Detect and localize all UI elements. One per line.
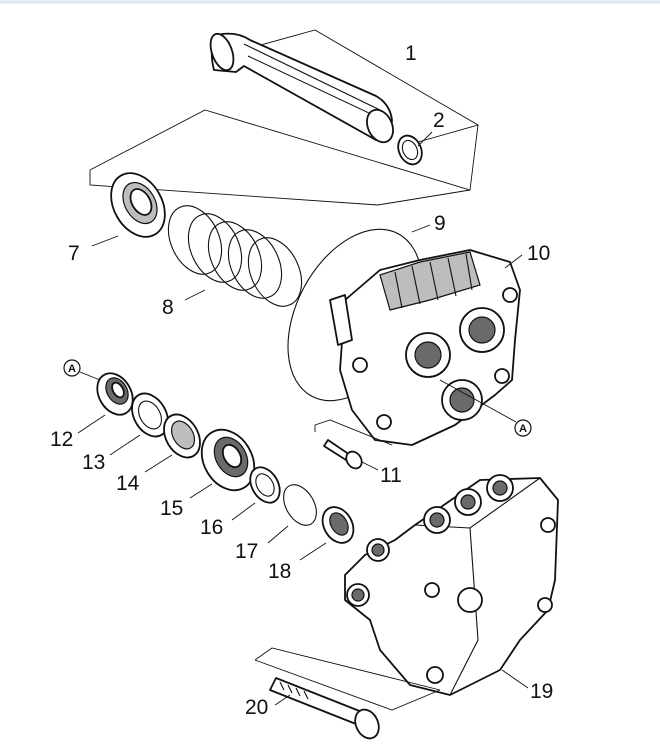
callout-7: 7 bbox=[68, 242, 80, 265]
leader-7 bbox=[91, 235, 119, 247]
callout-15: 15 bbox=[160, 497, 183, 520]
leader-13 bbox=[109, 434, 141, 456]
leader-18 bbox=[299, 542, 327, 561]
part-20-bolt bbox=[269, 677, 380, 740]
bracket-19-20 bbox=[254, 647, 441, 711]
leader-17 bbox=[267, 525, 289, 544]
leader-9 bbox=[411, 224, 431, 233]
leader-16 bbox=[231, 502, 256, 521]
part-19-manifold bbox=[344, 474, 559, 696]
leader-12 bbox=[77, 414, 106, 434]
leader-10 bbox=[504, 254, 523, 269]
callout-16: 16 bbox=[200, 516, 223, 539]
part-7-seal bbox=[110, 172, 166, 238]
part-10-housing bbox=[329, 249, 521, 446]
callout-14: 14 bbox=[116, 472, 140, 495]
leader-14 bbox=[144, 454, 173, 473]
leader-15 bbox=[189, 483, 213, 499]
reference-marker-right: A bbox=[514, 419, 532, 437]
leader-ref-left bbox=[79, 371, 101, 381]
callout-18: 18 bbox=[268, 560, 291, 583]
group-bracket-7-8 bbox=[89, 109, 479, 206]
leader-11 bbox=[361, 461, 379, 471]
part-14-ring bbox=[163, 413, 201, 459]
part-1-plunger bbox=[209, 32, 394, 144]
part-8-spring bbox=[167, 205, 303, 307]
callout-17: 17 bbox=[235, 540, 258, 563]
part-2-ring bbox=[397, 134, 423, 166]
part-13-washer bbox=[131, 392, 169, 438]
svg-text:A: A bbox=[68, 363, 76, 375]
svg-text:A: A bbox=[519, 423, 527, 435]
callout-10: 10 bbox=[527, 242, 550, 265]
leader-2 bbox=[417, 131, 433, 147]
group-bracket-1-2 bbox=[249, 29, 480, 147]
callout-13: 13 bbox=[82, 451, 105, 474]
leader-20 bbox=[274, 694, 291, 706]
callout-8: 8 bbox=[162, 296, 174, 319]
leader-ref-right bbox=[439, 379, 517, 423]
reference-marker-left: A bbox=[63, 359, 81, 377]
callout-1: 1 bbox=[405, 42, 417, 65]
callout-20: 20 bbox=[245, 696, 268, 719]
callout-12: 12 bbox=[50, 428, 73, 451]
part-18-ring bbox=[321, 506, 355, 544]
part-11-screw bbox=[323, 439, 363, 470]
callout-2: 2 bbox=[433, 109, 445, 132]
part-17-o-ring bbox=[283, 484, 317, 526]
callout-11: 11 bbox=[380, 464, 402, 487]
bracket-11 bbox=[314, 419, 393, 446]
leader-19 bbox=[501, 669, 529, 689]
part-16-washer bbox=[249, 466, 281, 504]
callout-9: 9 bbox=[434, 212, 446, 235]
part-15-seal bbox=[200, 428, 256, 492]
callout-19: 19 bbox=[530, 680, 553, 703]
leader-8 bbox=[184, 289, 206, 301]
part-12-valve-seat bbox=[96, 372, 134, 416]
